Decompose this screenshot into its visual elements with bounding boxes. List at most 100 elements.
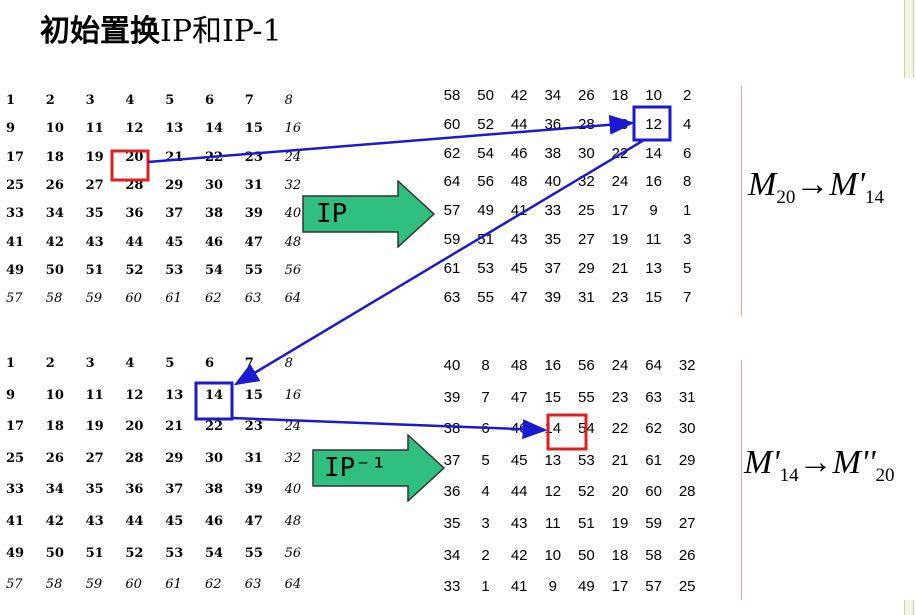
left-bottom-cell: 59	[85, 577, 103, 593]
formula-ip: M20→M'14	[748, 166, 884, 209]
right-bottom-cell: 42	[510, 546, 528, 564]
left-top-cell: 42	[45, 234, 64, 250]
left-top-cell: 19	[85, 149, 104, 165]
left-top-cell: 40	[284, 206, 302, 222]
right-top-cell: 29	[578, 259, 595, 277]
right-top-cell: 3	[683, 231, 692, 248]
left-bottom-cell: 5	[165, 356, 175, 371]
arrow-20-to-ip	[147, 114, 635, 164]
right-bottom-cell: 36	[443, 483, 461, 501]
ip-table-divider	[741, 86, 742, 316]
left-bottom-cell: 44	[125, 514, 144, 529]
formula-inv-from-sub: 14	[779, 464, 799, 486]
right-top-cell: 51	[477, 231, 494, 248]
right-bottom-cell: 64	[645, 357, 662, 374]
right-top-cell: 18	[611, 87, 629, 104]
right-top-cell: 47	[510, 288, 528, 306]
right-top-cell: 15	[645, 288, 662, 306]
left-top-cell: 29	[165, 177, 184, 193]
right-bottom-cell: 38	[443, 420, 461, 438]
left-bottom-cell: 1	[6, 356, 16, 371]
ip-arrow-shape	[302, 179, 436, 249]
right-bottom-cell: 8	[481, 357, 490, 374]
right-top-cell: 56	[477, 173, 494, 191]
left-bottom-cell: 63	[244, 577, 262, 593]
left-bottom-cell: 55	[244, 545, 263, 561]
right-top-cell: 48	[510, 173, 528, 191]
left-bottom-cell: 32	[284, 450, 302, 466]
left-bottom-cell: 16	[284, 387, 302, 403]
right-bottom-cell: 1	[481, 578, 490, 596]
right-top-cell: 57	[443, 202, 461, 220]
left-top-cell: 55	[244, 262, 263, 278]
left-top-cell: 53	[165, 262, 184, 278]
left-bottom-cell: 2	[45, 356, 55, 371]
right-top-cell: 33	[544, 202, 562, 220]
ip-inverse-arrow-label: IP⁻¹	[324, 453, 387, 483]
right-bottom-cell: 33	[443, 578, 461, 596]
left-bottom-cell: 53	[165, 545, 184, 561]
right-bottom-cell: 10	[544, 546, 562, 564]
left-bottom-cell: 40	[284, 482, 302, 498]
right-top-cell: 10	[645, 87, 662, 104]
right-top-cell: 34	[544, 87, 562, 104]
formula-inv-to: M	[832, 444, 861, 481]
left-bottom-cell: 26	[45, 450, 64, 466]
formula-inv-to-prime: ''	[860, 444, 876, 481]
left-bottom-cell: 19	[85, 419, 104, 435]
formula-ip-to-prime: '	[857, 166, 865, 203]
left-bottom-cell: 21	[165, 419, 184, 435]
left-top-cell: 56	[284, 262, 302, 278]
slide-edge-decoration-bottom	[900, 600, 916, 615]
formula-ip-from-sub: 20	[776, 186, 796, 208]
left-top-cell: 5	[165, 93, 175, 108]
left-top-cell: 13	[165, 121, 184, 137]
right-top-cell: 60	[443, 115, 461, 133]
right-top-cell: 53	[477, 259, 494, 277]
right-bottom-cell: 60	[645, 483, 662, 501]
right-bottom-cell: 32	[678, 357, 696, 374]
highlight-left-bottom-14	[194, 381, 234, 421]
right-top-cell: 5	[683, 259, 692, 277]
left-top-cell: 48	[284, 234, 302, 250]
right-bottom-cell: 30	[678, 420, 696, 438]
left-top-cell: 39	[244, 206, 263, 222]
left-bottom-cell: 46	[205, 514, 224, 529]
left-bottom-cell: 23	[244, 419, 263, 435]
left-top-cell: 46	[205, 234, 224, 250]
right-top-cell: 17	[611, 202, 629, 220]
right-top-cell: 55	[477, 288, 494, 306]
right-bottom-cell: 15	[544, 388, 562, 406]
left-top-cell: 50	[45, 262, 64, 278]
right-top-cell: 14	[645, 144, 662, 162]
arrow-ip-to-14	[233, 138, 645, 386]
left-bottom-cell: 14	[205, 387, 224, 403]
left-bottom-cell: 48	[284, 514, 302, 529]
right-bottom-cell: 26	[678, 546, 696, 564]
right-top-cell: 62	[443, 144, 461, 162]
left-bottom-cell: 54	[205, 545, 224, 561]
left-bottom-cell: 11	[85, 387, 104, 403]
right-bottom-cell: 45	[510, 451, 528, 469]
right-bottom-cell: 4	[481, 483, 490, 501]
right-bottom-cell: 2	[481, 546, 490, 564]
left-bottom-cell: 31	[244, 450, 263, 466]
right-top-cell: 23	[611, 288, 629, 306]
right-bottom-cell: 16	[544, 357, 562, 374]
right-top-cell: 7	[683, 288, 692, 306]
right-bottom-cell: 23	[611, 388, 629, 406]
right-bottom-cell: 12	[544, 483, 562, 501]
right-top-cell: 46	[510, 144, 528, 162]
left-top-cell: 10	[45, 121, 64, 137]
left-top-cell: 16	[284, 121, 302, 137]
right-bottom-cell: 53	[578, 451, 595, 469]
right-top-cell: 61	[443, 259, 461, 277]
right-top-cell: 40	[544, 173, 562, 191]
right-bottom-cell: 35	[443, 515, 461, 532]
left-top-cell: 51	[85, 262, 104, 278]
right-bottom-cell: 41	[510, 578, 528, 596]
formula-inv-to-sub: 20	[875, 464, 895, 486]
right-bottom-cell: 21	[611, 451, 629, 469]
left-bottom-cell: 28	[125, 450, 144, 466]
